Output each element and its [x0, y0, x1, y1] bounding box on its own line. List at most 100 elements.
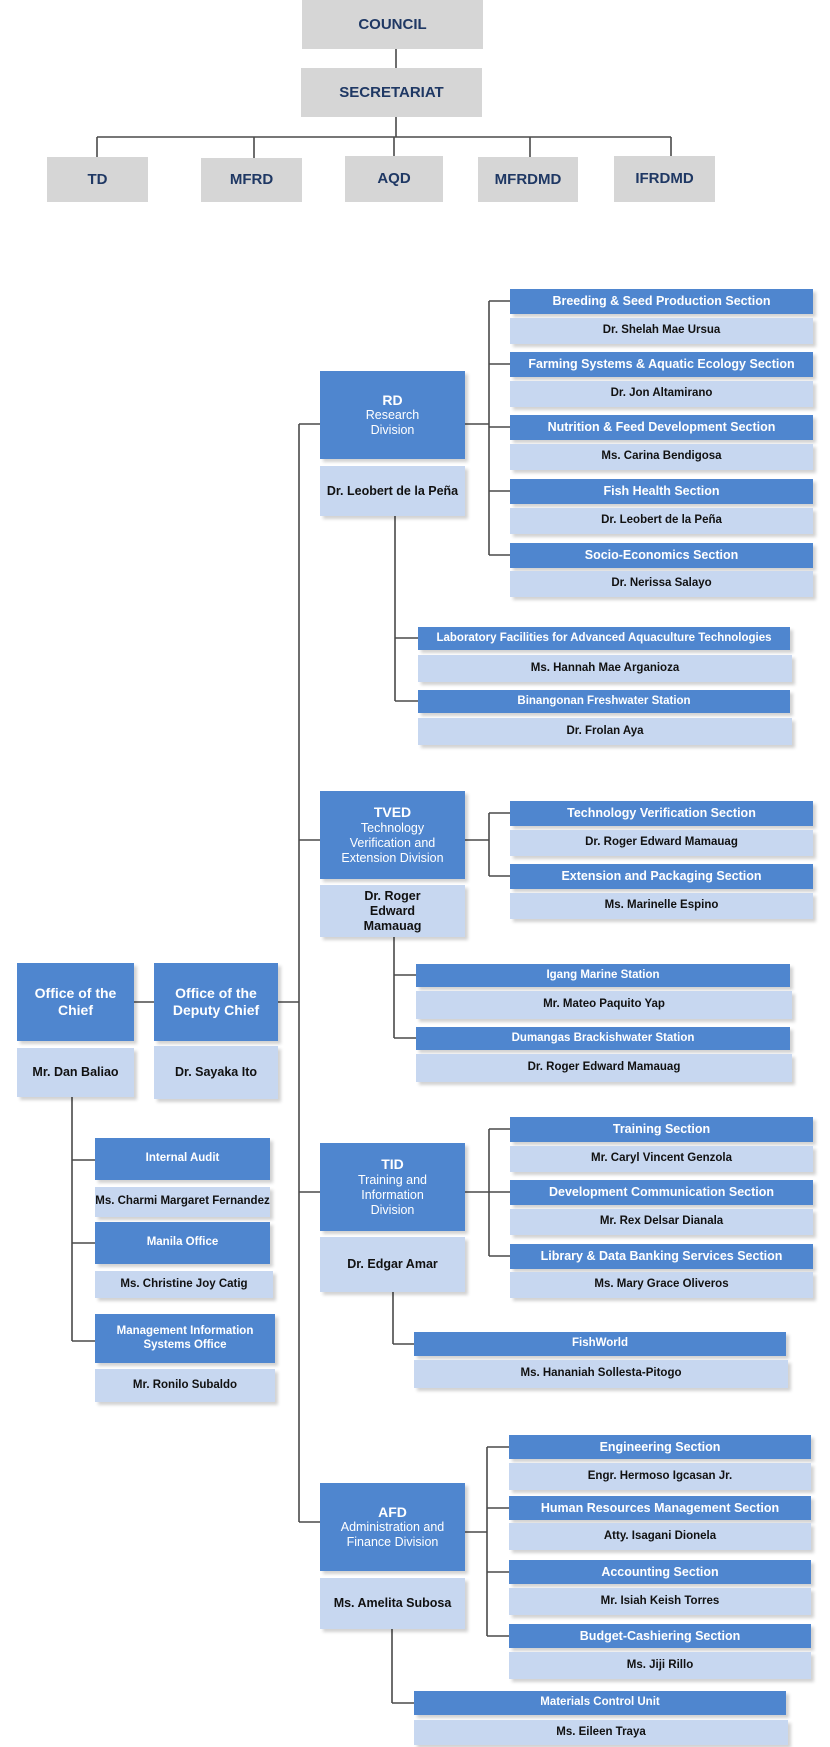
section-name: Ms. Carina Bendigosa — [601, 450, 722, 463]
section-name: Ms. Jiji Rillo — [626, 1658, 694, 1671]
unit-title: Materials Control Unit — [540, 1696, 660, 1709]
department-label: TD — [87, 170, 108, 188]
unit-name-box: Ms. Eileen Traya — [414, 1720, 788, 1745]
section-title: Nutrition & Feed Development Section — [547, 420, 776, 434]
section-box: Nutrition & Feed Development Section — [510, 415, 813, 440]
section-name-box: Dr. Roger Edward Mamauag — [510, 830, 813, 856]
afd-head-box: Ms. Amelita Subosa — [320, 1578, 465, 1629]
council-label: COUNCIL — [358, 15, 427, 33]
mis-office-box: Management Information Systems Office — [95, 1314, 275, 1363]
section-box: Farming Systems & Aquatic Ecology Sectio… — [510, 352, 813, 377]
rd-head-box: Dr. Leobert de la Peña — [320, 466, 465, 516]
unit-box: Igang Marine Station — [416, 964, 790, 987]
department-label: AQD — [377, 170, 411, 187]
section-title: Development Communication Section — [548, 1185, 775, 1199]
unit-title: Internal Audit — [145, 1152, 220, 1165]
secretariat-label: SECRETARIAT — [339, 83, 444, 101]
division-head: Dr. Leobert de la Peña — [326, 483, 459, 498]
section-box: Extension and Packaging Section — [510, 864, 813, 889]
section-name-box: Ms. Marinelle Espino — [510, 893, 813, 919]
unit-title: Management Information Systems Office — [116, 1324, 254, 1351]
section-box: Socio-Economics Section — [510, 543, 813, 568]
section-name-box: Dr. Nerissa Salayo — [510, 571, 813, 597]
section-name: Dr. Roger Edward Mamauag — [585, 836, 738, 849]
unit-box: Materials Control Unit — [414, 1691, 786, 1715]
unit-name-box: Dr. Frolan Aya — [418, 718, 792, 745]
secretariat-box: SECRETARIAT — [301, 68, 482, 117]
unit-name: Ms. Christine Joy Catig — [120, 1277, 248, 1290]
afd-division-box: AFD Administration and Finance Division — [320, 1483, 465, 1571]
section-title: Breeding & Seed Production Section — [552, 294, 771, 308]
section-box: Breeding & Seed Production Section — [510, 289, 813, 314]
section-name-box: Atty. Isagani Dionela — [509, 1523, 811, 1550]
section-box: Accounting Section — [509, 1560, 811, 1584]
manila-office-name-box: Ms. Christine Joy Catig — [95, 1271, 273, 1298]
section-name: Engr. Hermoso Igcasan Jr. — [587, 1469, 733, 1482]
division-full-name: Research Division — [365, 408, 420, 438]
section-name-box: Engr. Hermoso Igcasan Jr. — [509, 1463, 811, 1490]
unit-name: Ms. Charmi Margaret Fernandez — [95, 1195, 270, 1208]
division-head: Ms. Amelita Subosa — [333, 1596, 452, 1610]
department-box: TD — [47, 157, 148, 202]
department-box: MFRDMD — [478, 157, 578, 202]
rd-division-box: RD Research Division — [320, 371, 465, 459]
section-title: Engineering Section — [599, 1439, 721, 1454]
section-box: Fish Health Section — [510, 479, 813, 504]
tved-division-box: TVED Technology Verification and Extensi… — [320, 791, 465, 879]
section-title: Accounting Section — [601, 1564, 719, 1579]
department-box: IFRDMD — [614, 156, 715, 202]
unit-box: Dumangas Brackishwater Station — [416, 1027, 790, 1050]
section-box: Development Communication Section — [510, 1180, 813, 1205]
section-name: Ms. Mary Grace Oliveros — [594, 1278, 729, 1291]
unit-name-box: Mr. Mateo Paquito Yap — [416, 991, 792, 1019]
section-box: Technology Verification Section — [510, 801, 813, 826]
section-box: Human Resources Management Section — [509, 1496, 811, 1520]
section-name-box: Ms. Carina Bendigosa — [510, 444, 813, 470]
department-box: AQD — [345, 156, 443, 202]
section-name-box: Dr. Leobert de la Peña — [510, 508, 813, 534]
office-of-deputy-chief-title: Office of the Deputy Chief — [172, 985, 260, 1018]
section-title: Farming Systems & Aquatic Ecology Sectio… — [528, 357, 795, 371]
unit-box: FishWorld — [414, 1332, 786, 1356]
division-code: TID — [381, 1156, 404, 1173]
unit-box: Binangonan Freshwater Station — [418, 690, 790, 713]
unit-title: Igang Marine Station — [546, 968, 660, 981]
department-label: IFRDMD — [635, 170, 694, 187]
division-head: Dr. Edgar Amar — [347, 1257, 438, 1271]
section-name-box: Ms. Mary Grace Oliveros — [510, 1272, 813, 1298]
section-name-box: Dr. Shelah Mae Ursua — [510, 318, 813, 344]
section-box: Training Section — [510, 1117, 813, 1142]
unit-name-box: Ms. Hananiah Sollesta-Pitogo — [414, 1360, 788, 1388]
section-name: Mr. Isiah Keish Torres — [600, 1594, 720, 1607]
unit-title: Manila Office — [146, 1236, 219, 1249]
unit-name-box: Dr. Roger Edward Mamauag — [416, 1054, 792, 1082]
council-box: COUNCIL — [302, 0, 483, 49]
department-box: MFRD — [201, 158, 302, 202]
section-name: Mr. Caryl Vincent Genzola — [590, 1152, 733, 1165]
unit-title: Dumangas Brackishwater Station — [511, 1031, 695, 1044]
mis-office-name-box: Mr. Ronilo Subaldo — [95, 1369, 275, 1402]
department-label: MFRDMD — [494, 170, 562, 188]
internal-audit-name-box: Ms. Charmi Margaret Fernandez — [95, 1187, 270, 1217]
deputy-chief-name-box: Dr. Sayaka Ito — [154, 1046, 278, 1099]
section-name-box: Mr. Rex Delsar Dianala — [510, 1209, 813, 1235]
section-title: Fish Health Section — [603, 484, 720, 498]
office-of-deputy-chief-box: Office of the Deputy Chief — [154, 963, 278, 1041]
section-name: Ms. Marinelle Espino — [604, 899, 719, 912]
unit-title: Binangonan Freshwater Station — [517, 694, 691, 707]
division-full-name: Training and Information Division — [357, 1172, 428, 1217]
unit-name-box: Ms. Hannah Mae Arganioza — [418, 655, 792, 682]
unit-name: Mr. Ronilo Subaldo — [132, 1378, 238, 1391]
division-code: AFD — [378, 1503, 407, 1520]
chief-name: Mr. Dan Baliao — [32, 1065, 119, 1079]
deputy-chief-name: Dr. Sayaka Ito — [175, 1065, 257, 1079]
section-name: Atty. Isagani Dionela — [603, 1529, 717, 1542]
division-full-name: Administration and Finance Division — [340, 1520, 445, 1550]
internal-audit-box: Internal Audit — [95, 1138, 270, 1180]
section-title: Budget-Cashiering Section — [579, 1628, 741, 1643]
tid-head-box: Dr. Edgar Amar — [320, 1237, 465, 1292]
department-label: MFRD — [229, 171, 274, 188]
section-box: Budget-Cashiering Section — [509, 1624, 811, 1648]
office-of-chief-box: Office of the Chief — [17, 963, 134, 1041]
